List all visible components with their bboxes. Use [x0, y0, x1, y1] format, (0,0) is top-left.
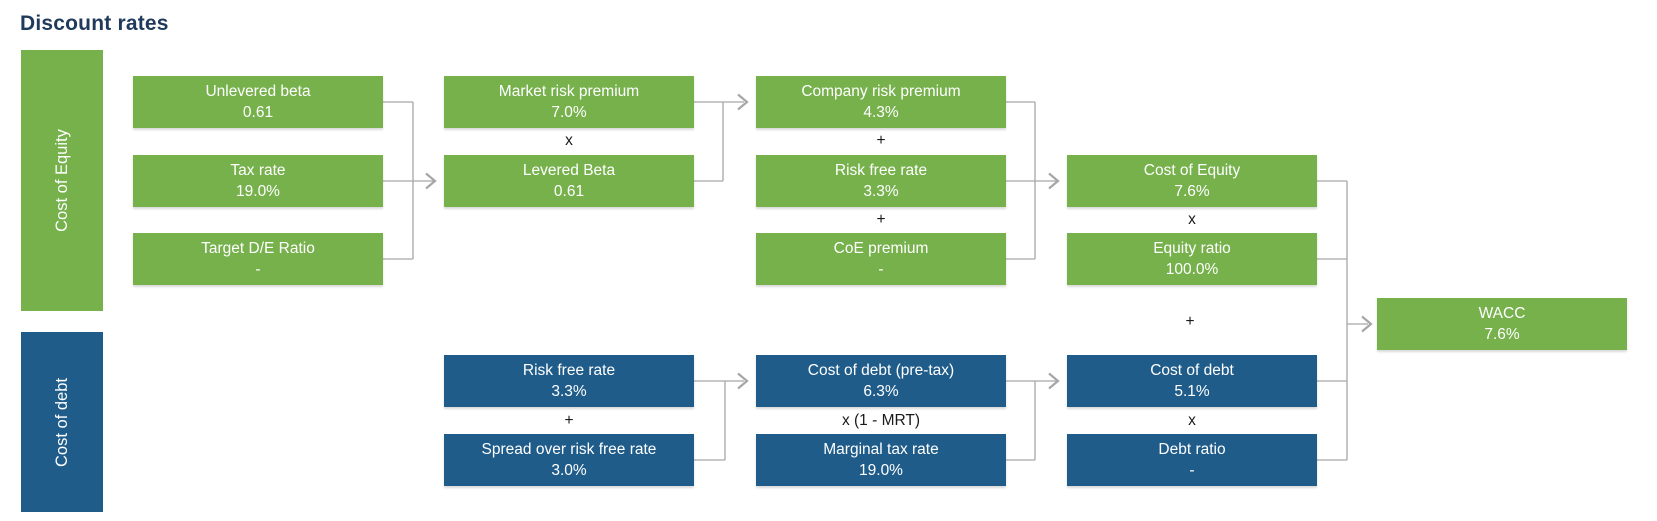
box-value: 7.6%	[1174, 182, 1210, 200]
box-value: 3.3%	[551, 382, 587, 400]
box-target-de-ratio: Target D/E Ratio -	[133, 233, 383, 285]
box-value: 19.0%	[236, 182, 280, 200]
box-label: WACC	[1478, 305, 1526, 323]
box-label: Spread over risk free rate	[481, 441, 657, 459]
box-marginal-tax-rate: Marginal tax rate 19.0%	[756, 434, 1006, 486]
operator-plus-rfr-coe: +	[876, 211, 886, 228]
box-spread-over-risk-free-rate: Spread over risk free rate 3.0%	[444, 434, 694, 486]
box-risk-free-rate-debt: Risk free rate 3.3%	[444, 355, 694, 407]
box-value: -	[878, 260, 884, 278]
box-value: 7.0%	[551, 103, 587, 121]
sidebar-cost-of-debt-label: Cost of debt	[52, 377, 71, 467]
sidebar-cost-of-equity: Cost of Equity	[21, 50, 103, 311]
box-value: 0.61	[242, 103, 274, 121]
box-label: Unlevered beta	[205, 83, 311, 101]
box-label: Cost of debt	[1150, 362, 1234, 380]
box-label: Target D/E Ratio	[201, 240, 315, 258]
box-label: Equity ratio	[1153, 240, 1231, 258]
box-debt-ratio: Debt ratio -	[1067, 434, 1317, 486]
box-label: Cost of Equity	[1143, 162, 1241, 180]
operator-multiply-one-minus-mrt: x (1 - MRT)	[841, 412, 921, 429]
sidebar-cost-of-debt: Cost of debt	[21, 332, 103, 512]
box-label: Tax rate	[230, 162, 286, 180]
box-cost-of-debt-pretax: Cost of debt (pre-tax) 6.3%	[756, 355, 1006, 407]
box-value: 100.0%	[1165, 260, 1219, 278]
operator-multiply-equity-weight: x	[1188, 211, 1196, 228]
operator-multiply-debt-weight: x	[1188, 412, 1196, 429]
box-unlevered-beta: Unlevered beta 0.61	[133, 76, 383, 128]
box-value: 6.3%	[863, 382, 899, 400]
box-cost-of-equity: Cost of Equity 7.6%	[1067, 155, 1317, 207]
box-label: Risk free rate	[522, 362, 616, 380]
operator-plus-wacc: +	[1185, 313, 1195, 330]
box-value: 19.0%	[859, 461, 903, 479]
box-company-risk-premium: Company risk premium 4.3%	[756, 76, 1006, 128]
operator-multiply-beta: x	[565, 132, 573, 149]
box-label: Risk free rate	[834, 162, 928, 180]
box-value: 3.3%	[863, 182, 899, 200]
page-title: Discount rates	[20, 12, 169, 35]
box-value: 5.1%	[1174, 382, 1210, 400]
box-label: Company risk premium	[801, 83, 961, 101]
operator-plus-crp-rfr: +	[876, 132, 886, 149]
box-levered-beta: Levered Beta 0.61	[444, 155, 694, 207]
box-coe-premium: CoE premium -	[756, 233, 1006, 285]
box-value: -	[1189, 461, 1195, 479]
box-market-risk-premium: Market risk premium 7.0%	[444, 76, 694, 128]
box-label: Levered Beta	[522, 162, 616, 180]
box-value: 4.3%	[863, 103, 899, 121]
box-value: 0.61	[553, 182, 585, 200]
box-wacc: WACC 7.6%	[1377, 298, 1627, 350]
box-value: 7.6%	[1484, 325, 1520, 343]
box-tax-rate: Tax rate 19.0%	[133, 155, 383, 207]
box-label: Market risk premium	[498, 83, 640, 101]
box-label: CoE premium	[833, 240, 929, 258]
operator-plus-debt-spread: +	[564, 412, 574, 429]
box-equity-ratio: Equity ratio 100.0%	[1067, 233, 1317, 285]
box-label: Marginal tax rate	[823, 441, 939, 459]
box-value: 3.0%	[551, 461, 587, 479]
box-cost-of-debt: Cost of debt 5.1%	[1067, 355, 1317, 407]
box-risk-free-rate-equity: Risk free rate 3.3%	[756, 155, 1006, 207]
box-label: Cost of debt (pre-tax)	[807, 362, 955, 380]
sidebar-cost-of-equity-label: Cost of Equity	[52, 129, 71, 232]
box-label: Debt ratio	[1158, 441, 1226, 459]
box-value: -	[255, 260, 261, 278]
